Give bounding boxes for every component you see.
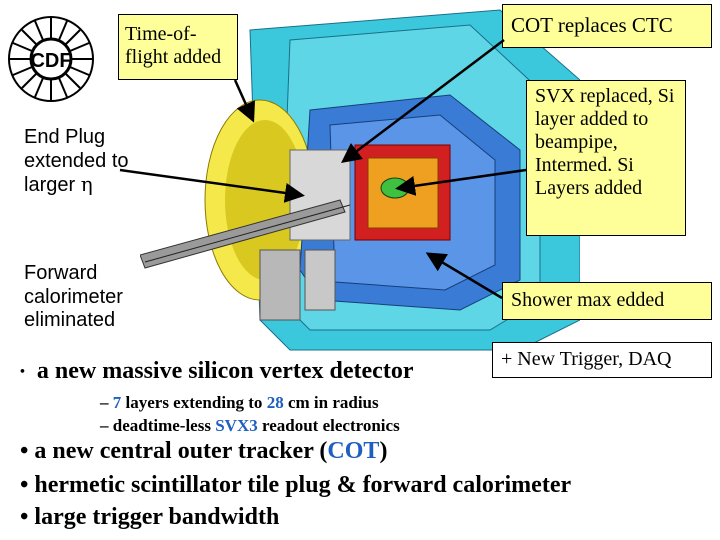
sub1-mid: layers extending to: [121, 393, 266, 412]
bullet-dot: •: [20, 364, 25, 379]
sub2-hl: SVX3: [215, 416, 258, 435]
sub2-post: readout electronics: [258, 416, 400, 435]
sub1-dash: –: [100, 393, 113, 412]
bullet-silicon-text: a new massive silicon vertex detector: [37, 358, 414, 384]
bullet-trigger: • large trigger bandwidth: [20, 504, 279, 531]
forward-label: Forward calorimeter eliminated: [24, 262, 144, 333]
sub2-pre: – deadtime-less: [100, 416, 215, 435]
sub-bullet-layers: – 7 layers extending to 28 cm in radius: [100, 393, 379, 413]
bullet-cot: • a new central outer tracker (COT): [20, 438, 387, 465]
bullet-calorimeter: • hermetic scintillator tile plug & forw…: [20, 472, 571, 499]
bullet-cot-post: ): [379, 438, 387, 464]
eta-symbol: η: [81, 172, 93, 196]
bullet-silicon: • a new massive silicon vertex detector: [20, 358, 413, 385]
bullet-cot-hl: COT: [327, 438, 379, 464]
endplug-text: End Plug extended to larger: [24, 126, 129, 196]
sub1-post: cm in radius: [284, 393, 379, 412]
sub1-num2: 28: [267, 393, 284, 412]
sub-bullet-svx3: – deadtime-less SVX3 readout electronics: [100, 416, 400, 436]
bullet-cot-pre: • a new central outer tracker (: [20, 438, 327, 464]
endplug-label: End Plug extended to larger η: [24, 126, 134, 198]
sub1-num: 7: [113, 393, 122, 412]
